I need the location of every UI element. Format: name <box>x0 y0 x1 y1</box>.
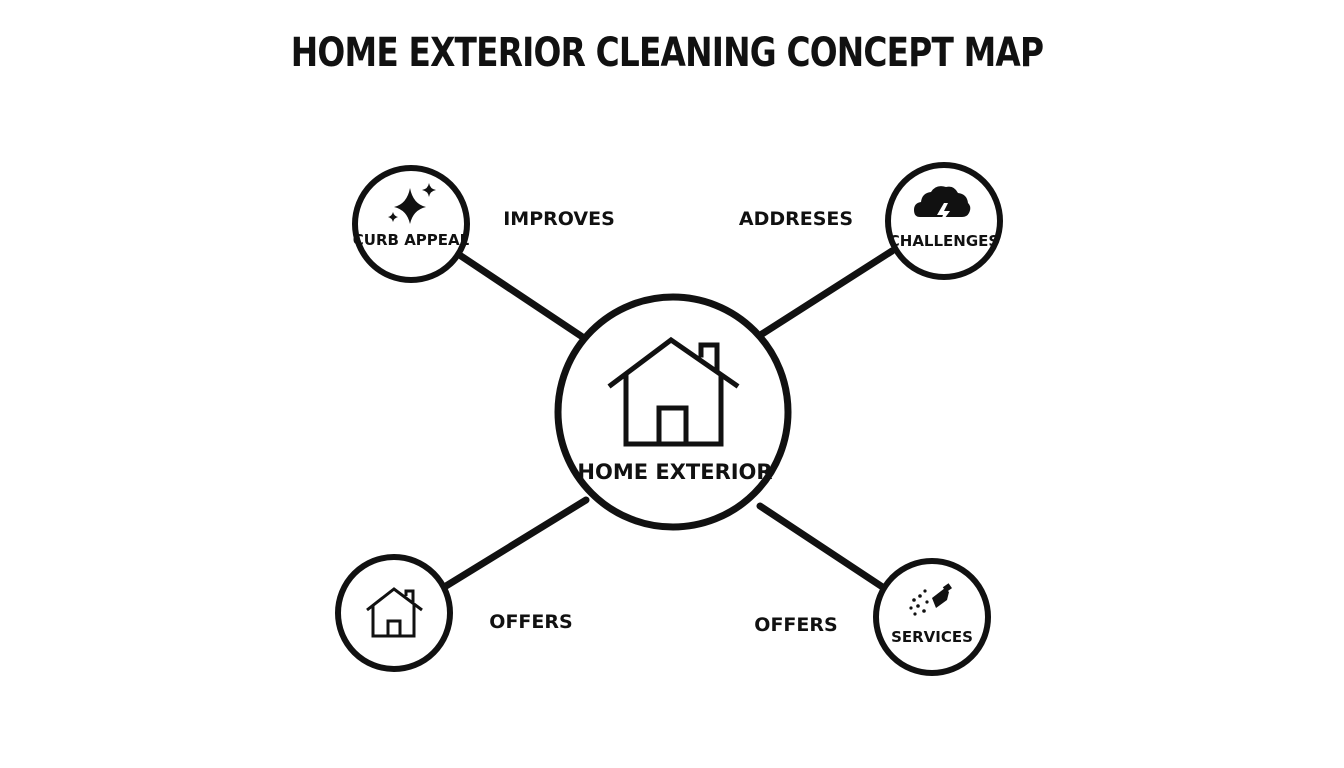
edge-label-improves: IMPROVES <box>503 208 615 230</box>
node-bottom-left <box>335 554 453 672</box>
node-label-challenges: CHALLENGES <box>889 232 999 250</box>
center-node-label: HOME EXTERIOR <box>577 460 772 484</box>
node-curb-appeal: CURB APPEAL <box>352 165 470 283</box>
house-icon <box>607 336 740 447</box>
spray-nozzle-icon <box>909 583 952 616</box>
house-icon <box>366 587 423 638</box>
page-title: HOME EXTERIOR CLEANING CONCEPT MAP <box>290 30 1044 76</box>
edge-connector-challenges <box>758 247 896 338</box>
node-services: SERVICES <box>873 558 991 676</box>
node-label-services: SERVICES <box>891 628 973 646</box>
edge-label-addresses: ADDRESES <box>739 208 853 230</box>
node-label-curb-appeal: CURB APPEAL <box>353 231 470 249</box>
sparkles-icon <box>388 183 436 224</box>
center-node-home-exterior: HOME EXTERIOR <box>554 293 792 531</box>
node-challenges: CHALLENGES <box>885 162 1003 280</box>
edge-connector-services <box>756 502 888 592</box>
edge-connector-bottom-left <box>442 496 590 590</box>
storm-cloud-icon <box>914 186 971 226</box>
edge-label-offers-left: OFFERS <box>489 611 572 633</box>
edge-connector-curb-appeal <box>457 252 591 344</box>
edge-label-offers-right: OFFERS <box>754 614 837 636</box>
